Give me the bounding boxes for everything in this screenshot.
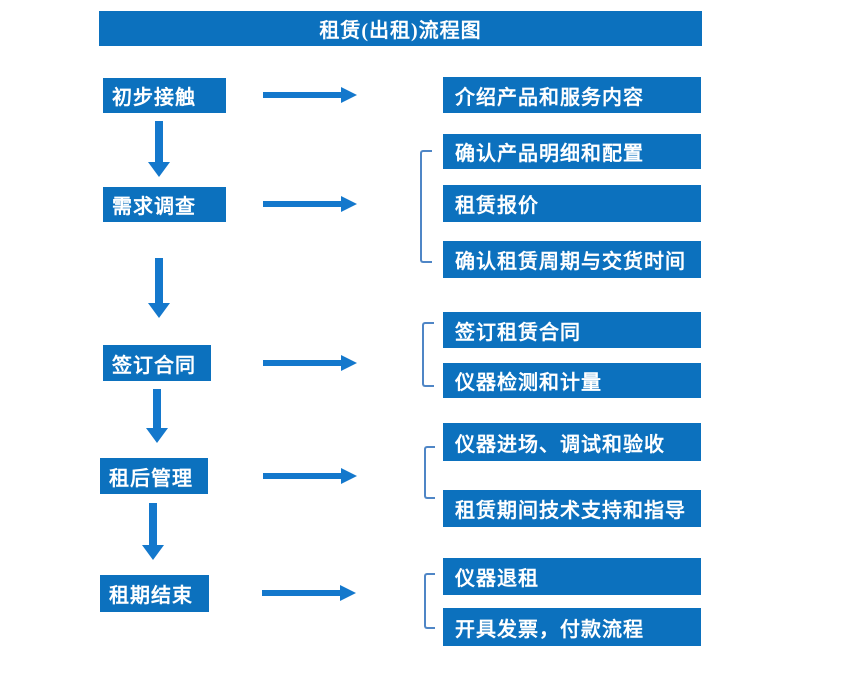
arrow-head (148, 162, 170, 177)
output-confirm-rental-period-delivery: 确认租赁周期与交货时间 (443, 241, 701, 278)
arrow-head (341, 196, 357, 212)
arrow-down-icon-4 (142, 503, 164, 560)
arrow-right-icon-3 (263, 355, 357, 371)
arrow-head (142, 545, 164, 560)
arrow-shaft (155, 121, 163, 163)
output-rental-quotation: 租赁报价 (443, 185, 701, 222)
step-sign-contract: 签订合同 (103, 345, 211, 381)
output-invoice-payment-process: 开具发票，付款流程 (443, 608, 701, 646)
arrow-shaft (263, 360, 342, 366)
output-introduce-products-services: 介绍产品和服务内容 (443, 77, 701, 113)
bracket-sign-contract-group (422, 322, 434, 387)
arrow-shaft (263, 92, 342, 98)
arrow-down-icon-2 (148, 258, 170, 318)
flowchart-title: 租赁(出租)流程图 (99, 11, 702, 46)
arrow-shaft (263, 473, 342, 479)
output-instrument-testing-metering: 仪器检测和计量 (443, 363, 701, 398)
arrow-right-icon-5 (262, 585, 356, 601)
arrow-head (148, 303, 170, 318)
arrow-shaft (149, 503, 157, 546)
arrow-down-icon-3 (146, 389, 168, 443)
arrow-shaft (153, 389, 161, 429)
output-confirm-product-details: 确认产品明细和配置 (443, 134, 701, 169)
step-initial-contact: 初步接触 (103, 78, 226, 113)
arrow-right-icon-2 (263, 196, 357, 212)
arrow-shaft (155, 258, 163, 304)
arrow-head (341, 87, 357, 103)
arrow-head (340, 585, 356, 601)
arrow-down-icon-1 (148, 121, 170, 177)
arrow-head (341, 468, 357, 484)
step-demand-survey: 需求调查 (103, 187, 226, 222)
arrow-shaft (262, 590, 341, 596)
arrow-head (341, 355, 357, 371)
output-technical-support-guidance: 租赁期间技术支持和指导 (443, 490, 701, 527)
bracket-rental-end-group (424, 573, 435, 629)
output-sign-rental-contract: 签订租赁合同 (443, 312, 701, 348)
arrow-head (146, 428, 168, 443)
arrow-right-icon-4 (263, 468, 357, 484)
bracket-demand-survey-group (420, 150, 432, 263)
step-rental-end: 租期结束 (100, 575, 209, 612)
output-instrument-entry-debug-acceptance: 仪器进场、调试和验收 (443, 423, 701, 461)
arrow-right-icon-1 (263, 87, 357, 103)
output-instrument-return: 仪器退租 (443, 558, 701, 595)
arrow-shaft (263, 201, 342, 207)
step-post-rental-management: 租后管理 (100, 458, 208, 494)
bracket-post-rental-group (424, 446, 435, 499)
